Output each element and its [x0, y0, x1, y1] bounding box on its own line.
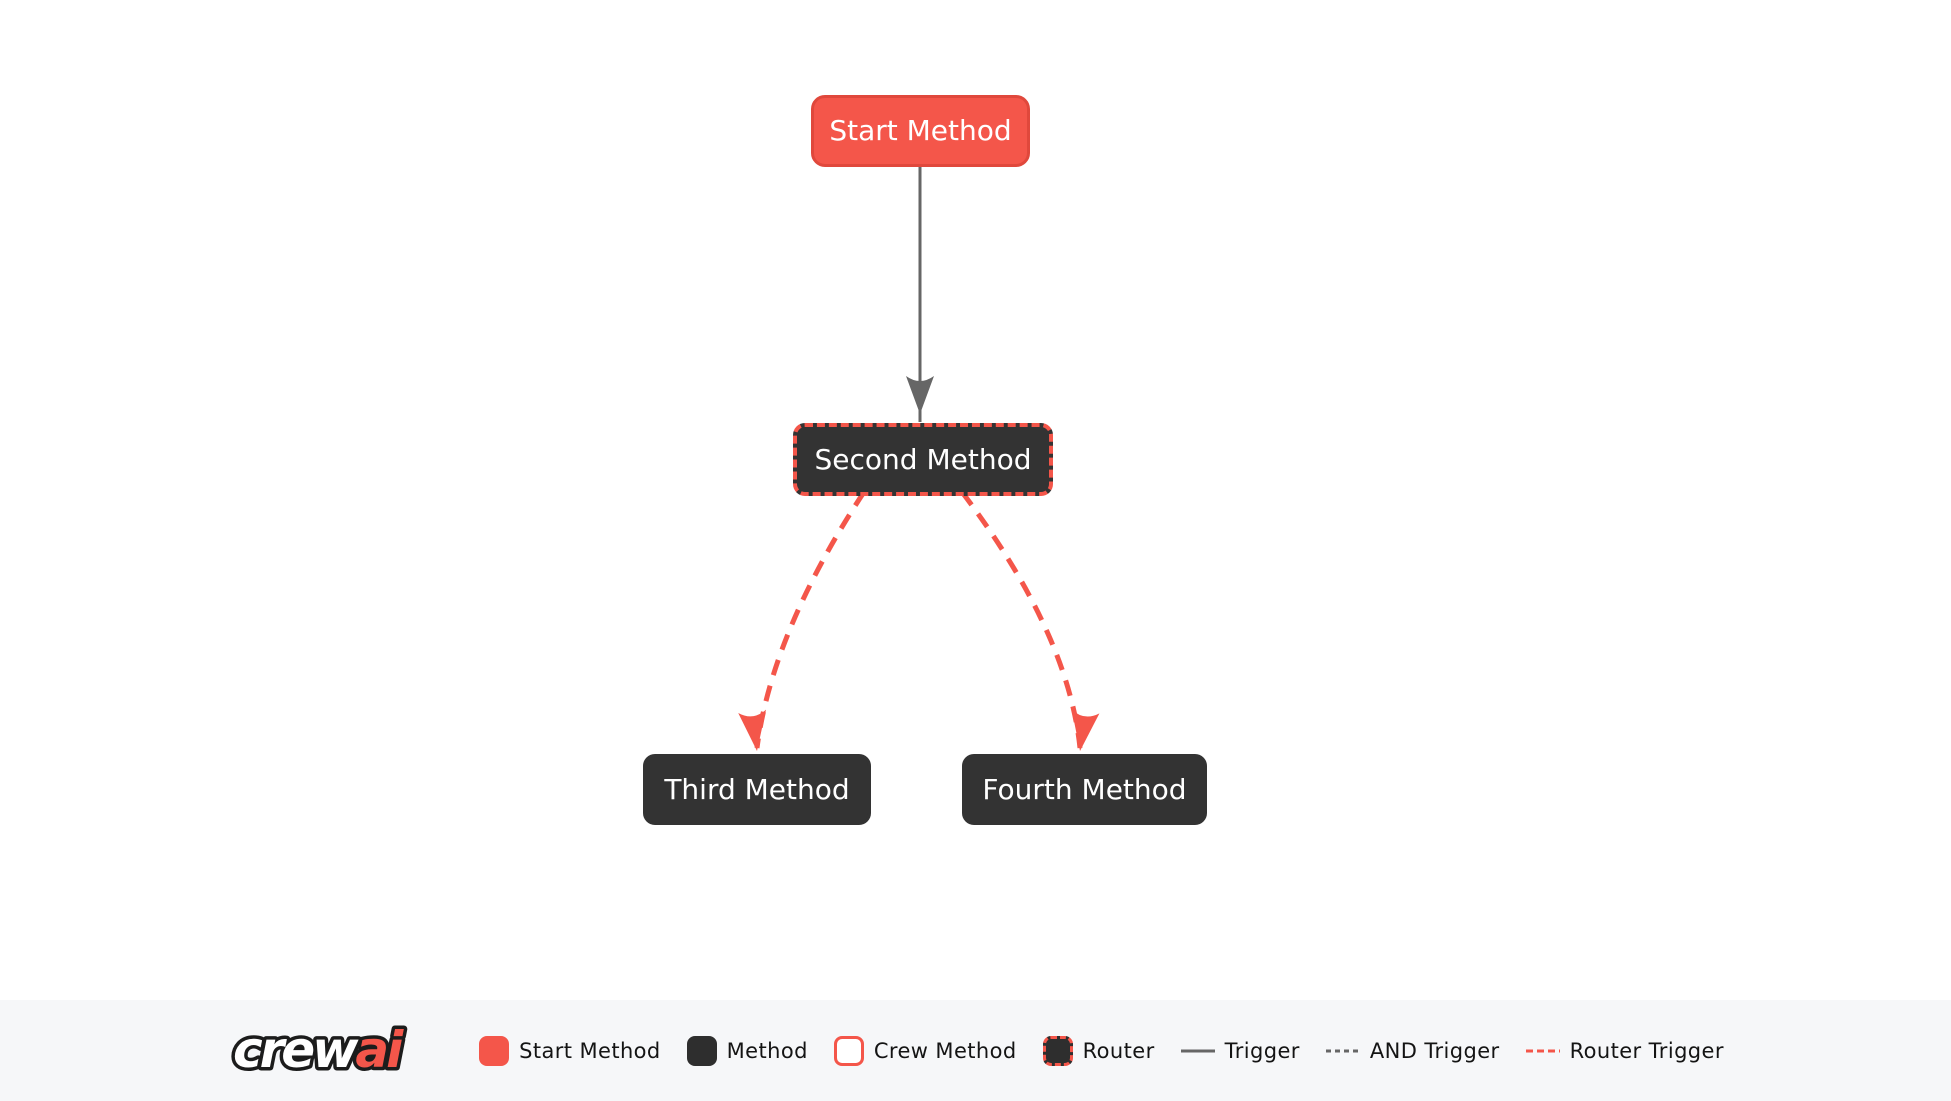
- legend-label-and-trigger: AND Trigger: [1369, 1038, 1500, 1063]
- legend-label-method: Method: [726, 1038, 808, 1063]
- router-swatch-icon: [1042, 1035, 1073, 1066]
- legend-label-trigger: Trigger: [1224, 1038, 1300, 1063]
- legend-label-crew-method: Crew Method: [873, 1038, 1017, 1063]
- node-second-method[interactable]: Second Method: [793, 423, 1053, 496]
- edge-trigger-arrowhead: [906, 376, 934, 414]
- router-trigger-line-icon: [1525, 1049, 1560, 1052]
- legend-bar: crewai crewai crewai Start Method Method…: [0, 1000, 1951, 1101]
- edge-router-trigger-right: [960, 490, 1083, 749]
- flow-canvas[interactable]: Start Method Second Method Third Method …: [0, 0, 1951, 1000]
- edges-layer: [738, 166, 1100, 751]
- node-third-method[interactable]: Third Method: [643, 754, 871, 825]
- legend-item-router-trigger: Router Trigger: [1525, 1038, 1724, 1063]
- legend-item-trigger: Trigger: [1180, 1038, 1300, 1063]
- legend-item-router: Router: [1042, 1035, 1155, 1066]
- method-swatch-icon: [686, 1035, 717, 1066]
- trigger-line-icon: [1180, 1049, 1215, 1052]
- edge-router-trigger-right-arrowhead: [1071, 709, 1100, 751]
- legend-label-start-method: Start Method: [519, 1038, 661, 1063]
- legend-item-start-method: Start Method: [479, 1035, 661, 1066]
- legend-item-method: Method: [686, 1035, 808, 1066]
- legend-label-router: Router: [1082, 1038, 1155, 1063]
- node-start-method[interactable]: Start Method: [811, 95, 1030, 167]
- and-trigger-line-icon: [1325, 1049, 1360, 1052]
- crew-method-swatch-icon: [833, 1035, 864, 1066]
- legend-label-router-trigger: Router Trigger: [1569, 1038, 1724, 1063]
- legend-item-and-trigger: AND Trigger: [1325, 1038, 1500, 1063]
- node-fourth-method[interactable]: Fourth Method: [962, 754, 1207, 825]
- legend-item-crew-method: Crew Method: [833, 1035, 1017, 1066]
- crewai-logo: crewai crewai crewai: [227, 1017, 415, 1085]
- edge-router-trigger-left-arrowhead: [738, 709, 767, 751]
- start-method-swatch-icon: [479, 1035, 510, 1066]
- edge-router-trigger-left: [754, 490, 867, 749]
- logo-fill-layer: crewai: [233, 1021, 404, 1079]
